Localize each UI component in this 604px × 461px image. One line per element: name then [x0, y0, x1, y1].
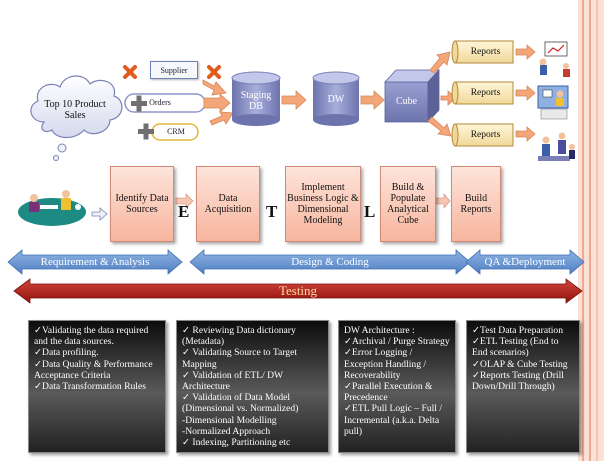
etl-letter-l: L — [364, 202, 376, 221]
crm-source: CRM — [167, 127, 185, 136]
computer-users-clipart-icon — [537, 85, 569, 120]
report-scroll-2 — [451, 81, 514, 105]
gray-plus-icon — [131, 95, 154, 140]
design-coding-label: Design & Coding — [291, 256, 369, 268]
requirement-analysis-label: Requirement & Analysis — [40, 256, 150, 268]
supplier-source: Supplier — [150, 61, 198, 79]
arrow-staging-dw — [281, 90, 307, 110]
dw-label: DW — [327, 94, 345, 105]
testing-band — [13, 278, 583, 304]
cube-label: Cube — [395, 96, 418, 107]
source-arrows — [202, 79, 234, 126]
step-data-acquisition: Data Acquisition — [196, 166, 260, 242]
orders-source: Orders — [149, 98, 171, 107]
qa-band — [465, 249, 585, 275]
step-build-reports: Build Reports — [451, 166, 501, 242]
cube-to-reports-arrows — [427, 51, 457, 137]
dw-cylinder — [312, 71, 360, 126]
report-to-user-arrows — [515, 44, 536, 142]
qa-deployment-label: QA &Deployment — [484, 256, 566, 268]
etl-letter-t: T — [266, 202, 278, 221]
meeting-people-clipart-icon — [18, 190, 86, 226]
step-identify-data-sources: Identify Data Sources — [110, 166, 174, 242]
presenter-clipart-icon — [539, 41, 570, 77]
report-scroll-3 — [451, 123, 514, 147]
arrow-to-identify — [91, 207, 108, 221]
staging-db-label: Staging DB — [240, 90, 272, 112]
report-label-1: Reports — [470, 47, 501, 57]
testing-label: Testing — [278, 283, 318, 298]
requirement-band — [7, 249, 183, 275]
notes-architecture: DW Architecture : ✓Archival / Purge Stra… — [338, 320, 456, 453]
etl-letter-e: E — [178, 202, 190, 221]
staging-db-cylinder — [231, 71, 281, 126]
notes-requirement: ✓Validating the data required and the da… — [28, 320, 166, 453]
arrow-dw-cube — [360, 90, 385, 110]
cube-shape — [384, 68, 440, 124]
step-business-logic: Implement Business Logic & Dimensional M… — [285, 166, 361, 242]
cloud-label: Top 10 Product Sales — [44, 99, 106, 121]
top10-cloud-shape — [30, 75, 123, 161]
report-scroll-1 — [451, 40, 514, 64]
notes-qa: ✓Test Data Preparation ✓ETL Testing (End… — [466, 320, 580, 453]
step-analytical-cube: Build & Populate Analytical Cube — [380, 166, 436, 242]
notes-design: ✓ Reviewing Data dictionary (Metadata) ✓… — [176, 320, 329, 453]
report-label-2: Reports — [470, 88, 501, 98]
report-label-3: Reports — [470, 130, 501, 140]
red-x-icon — [123, 65, 221, 79]
step-arrows — [175, 193, 451, 209]
meeting-clipart-icon — [538, 132, 575, 161]
